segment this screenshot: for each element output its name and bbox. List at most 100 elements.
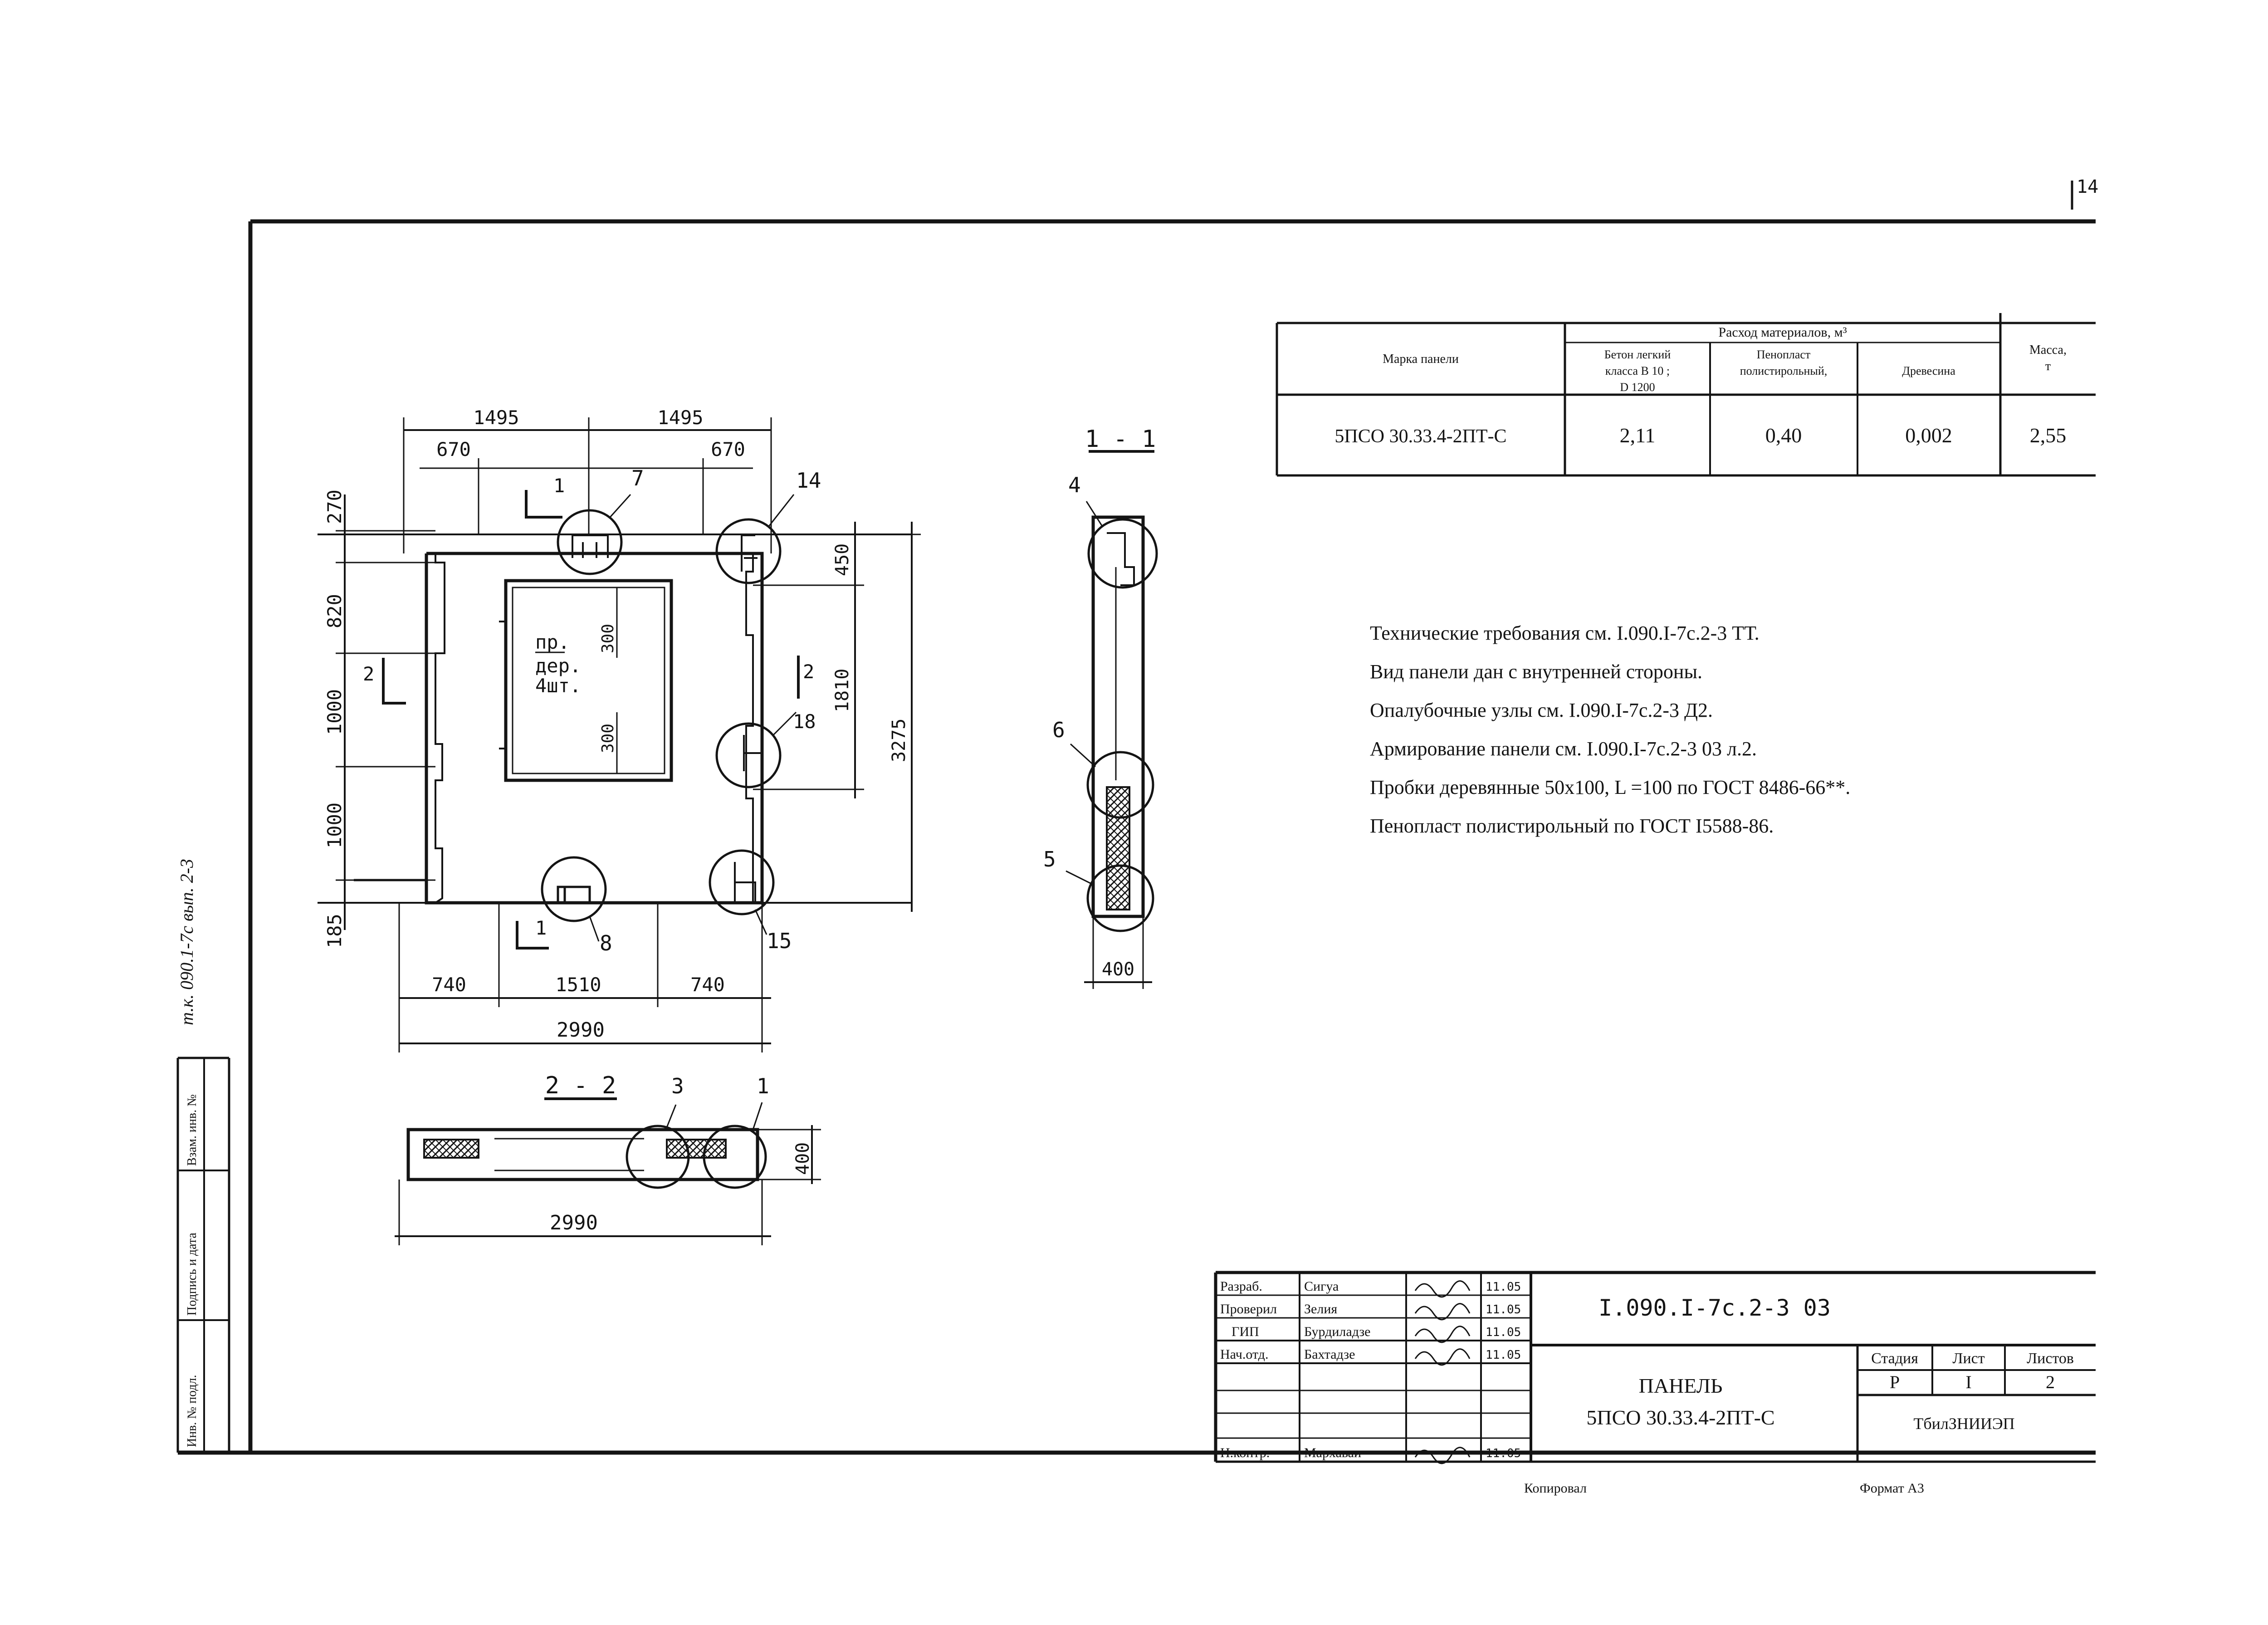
tb-role-1: Проверил (1220, 1302, 1277, 1317)
table-cell-foam: 0,40 (1765, 424, 1802, 447)
note-5: Пробки деревянные 50x100, L =100 по ГОСТ… (1370, 776, 1850, 798)
stamp-inv-podl: Инв. № подл. (185, 1375, 199, 1447)
callout-14: 14 (796, 468, 821, 493)
tb-date-6: 11.05 (1486, 1447, 1521, 1460)
callout-7: 7 (631, 466, 644, 490)
dim-left-1000a: 1000 (323, 689, 346, 735)
tb-stage: Р (1890, 1372, 1900, 1392)
dim-right-3275: 3275 (889, 719, 909, 762)
window-opening (504, 579, 673, 782)
window-dim-top: 300 (599, 624, 617, 653)
dim-right-450: 450 (832, 543, 853, 576)
footer-copied: Копировал (1524, 1481, 1587, 1496)
table-cell-concrete: 2,11 (1620, 424, 1656, 447)
section-mark-1-top: 1 (553, 475, 565, 497)
table-group-header: Расход материалов, м³ (1718, 325, 1847, 340)
tb-role-2: ГИП (1232, 1324, 1259, 1339)
dim-left-270: 270 (323, 489, 346, 524)
window-dim-bottom: 300 (599, 724, 617, 753)
dim-bottom-740a: 740 (432, 974, 466, 996)
callout-18: 18 (793, 710, 816, 733)
dim-overall-2990: 2990 (557, 1018, 605, 1042)
table-col-foam-2: полистирольный, (1740, 364, 1828, 377)
callout-circle-8 (541, 856, 607, 922)
callout-5: 5 (1043, 847, 1056, 871)
title-block: Разраб. Проверил ГИП Нач.отд. Н.контр. С… (1214, 1271, 2096, 1464)
tb-name-6: Мархаваи (1304, 1445, 1361, 1460)
callout-circle-6 (1086, 751, 1154, 819)
dim-left-820: 820 (323, 594, 346, 628)
callout-circle-7 (557, 509, 623, 575)
callout-15: 15 (767, 929, 792, 953)
tb-date-3: 11.05 (1486, 1348, 1521, 1362)
tb-sheets: 2 (2046, 1372, 2055, 1392)
section-2-2-width: 2990 (550, 1211, 598, 1234)
tb-name-2: Бурдиладзе (1304, 1324, 1370, 1339)
table-col-mark: Марка панели (1383, 352, 1459, 366)
callout-circle-5 (1086, 864, 1154, 932)
dim-top-right: 1495 (657, 406, 703, 429)
tb-role-3: Нач.отд. (1220, 1347, 1268, 1362)
section-1-1-title: 1 - 1 (1085, 426, 1156, 453)
side-stamp: т.к. 090.1-7с вып. 2-3 (176, 859, 197, 1025)
tb-doc-code: I.090.I-7с.2-3 03 (1598, 1295, 1831, 1321)
footer: Копировал Формат А3 (1524, 1481, 1924, 1496)
stamp-replace-inv: Взам. инв. № (185, 1094, 199, 1166)
callout-circle-14 (715, 518, 782, 584)
callout-1: 1 (757, 1074, 769, 1098)
table-cell-mark: 5ПСО 30.33.4-2ПТ-С (1334, 426, 1506, 447)
table-cell-wood: 0,002 (1905, 424, 1952, 447)
note-4: Армирование панели см. I.090.I-7с.2-3 03… (1370, 738, 1757, 760)
table-col-concrete-3: D 1200 (1620, 381, 1655, 394)
wood-plug-note-1: пр. (535, 631, 570, 653)
panel-elevation: 300 300 пр. дер. 4шт. 1495 1495 670 670 … (318, 406, 921, 1052)
binding-stamp: Инв. № подл. Подпись и дата Взам. инв. №… (176, 859, 230, 1453)
tb-name-0: Сигуа (1304, 1279, 1339, 1294)
dim-left-185: 185 (323, 914, 346, 948)
callout-6: 6 (1052, 718, 1065, 742)
callout-circle-3 (626, 1125, 690, 1189)
dim-right-1810: 1810 (832, 669, 853, 712)
footer-format: Формат А3 (1860, 1481, 1924, 1496)
tb-name-3: Бахтадзе (1304, 1347, 1355, 1362)
section-mark-2-left: 2 (363, 663, 374, 685)
dim-sub-right: 670 (711, 438, 745, 460)
sheet-number: 14 (2077, 176, 2098, 197)
tb-stage-label: Стадия (1871, 1350, 1918, 1367)
table-col-concrete-2: класса В 10 ; (1605, 364, 1670, 377)
tb-name-1: Зелия (1304, 1302, 1337, 1317)
dim-left-1000b: 1000 (323, 803, 346, 848)
callout-circle-4 (1087, 518, 1158, 589)
tb-date-0: 11.05 (1486, 1280, 1521, 1294)
materials-table: Расход материалов, м³ Марка панели Бетон… (1276, 313, 2096, 477)
tb-product-title: ПАНЕЛЬ (1639, 1374, 1723, 1397)
table-cell-mass: 2,55 (2030, 424, 2067, 447)
note-6: Пенопласт полистирольный по ГОСТ I5588-8… (1370, 815, 1774, 837)
wood-plug-note-2: дер. (535, 655, 581, 677)
dim-bottom-740b: 740 (690, 974, 725, 996)
section-2-2-title: 2 - 2 (545, 1072, 616, 1099)
sheet-frame: 14 (178, 176, 2098, 1455)
dim-sub-left: 670 (436, 438, 471, 460)
callout-8: 8 (600, 931, 612, 955)
note-3: Опалубочные узлы см. I.090.I-7с.2-3 Д2. (1370, 699, 1713, 721)
tb-sheet-label: Лист (1952, 1350, 1984, 1367)
table-col-mass-2: т (2045, 359, 2051, 373)
tb-organization: ТбилЗНИИЭП (1913, 1415, 2014, 1433)
stamp-signature-date: Подпись и дата (185, 1233, 199, 1316)
wood-plug-note-3: 4шт. (535, 675, 581, 697)
callout-4: 4 (1068, 473, 1081, 497)
table-col-foam-1: Пенопласт (1757, 348, 1811, 361)
dim-top-left: 1495 (473, 406, 519, 429)
notes: Технические требования см. I.090.I-7с.2-… (1370, 622, 1850, 837)
note-2: Вид панели дан с внутренней стороны. (1370, 661, 1702, 683)
callout-circle-15 (709, 849, 775, 915)
note-1: Технические требования см. I.090.I-7с.2-… (1370, 622, 1760, 644)
callout-3: 3 (671, 1074, 684, 1098)
dim-bottom-1510: 1510 (555, 974, 601, 996)
table-col-concrete-1: Бетон легкий (1604, 348, 1671, 361)
section-2-2: 2 - 2 3 1 400 2990 (395, 1072, 821, 1245)
section-1-1-thickness: 400 (1102, 959, 1134, 980)
signatures (1414, 1280, 1471, 1464)
